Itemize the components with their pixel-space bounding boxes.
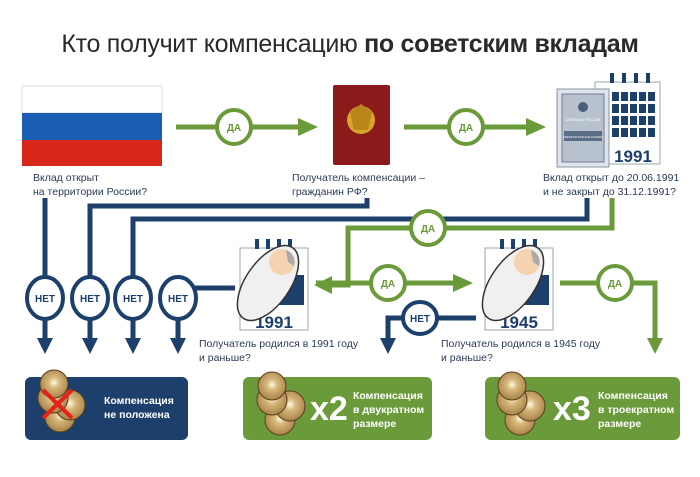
page-title: Кто получит компенсацию по советским вкл… [61, 30, 639, 58]
savings-book-calendar-icon: 1991 СБЕРБАНК РОССИИ СБЕРЕГАТЕЛЬНАЯ КНИЖ… [556, 73, 661, 168]
svg-text:СБЕРБАНК РОССИИ: СБЕРБАНК РОССИИ [566, 118, 601, 122]
multiplier-x3: x3 [553, 390, 591, 428]
no-arrowheads [37, 338, 396, 354]
coins-icon [37, 369, 546, 436]
no-label: НЕТ [410, 314, 430, 325]
yes-arrowheads [298, 118, 663, 354]
yes-label: ДА [608, 279, 622, 290]
russian-flag-icon [21, 85, 163, 166]
calendar-year: 1991 [614, 147, 652, 166]
no-label: НЕТ [123, 294, 143, 305]
no-label: НЕТ [168, 294, 188, 305]
yes-label: ДА [381, 279, 395, 290]
svg-text:1991: 1991 [255, 313, 293, 332]
question-citizen: Получатель компенсации –гражданин РФ? [292, 172, 425, 198]
yes-label: ДА [421, 224, 435, 235]
no-badges [25, 275, 439, 336]
svg-text:1945: 1945 [500, 313, 538, 332]
no-label: НЕТ [80, 294, 100, 305]
cross-icon [41, 388, 74, 420]
passport-icon [333, 85, 390, 165]
svg-text:СБЕРЕГАТЕЛЬНАЯ КНИЖКА: СБЕРЕГАТЕЛЬНАЯ КНИЖКА [563, 135, 604, 139]
yes-badges [215, 108, 634, 302]
baby-calendar-1945-icon: 1945 [481, 239, 554, 332]
no-label: НЕТ [35, 294, 55, 305]
yes-label: ДА [459, 123, 473, 134]
multiplier-x2: x2 [310, 390, 348, 428]
yes-label: ДА [227, 123, 241, 134]
baby-calendar-1991-icon: 1991 [236, 239, 309, 332]
